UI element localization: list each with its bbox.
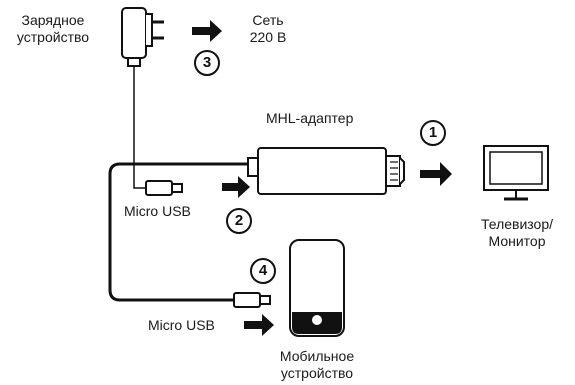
charger-label-line2: устройство bbox=[16, 29, 90, 45]
tv-label-line1: Телевизор/ bbox=[480, 216, 554, 232]
micro-usb-label-bottom: Micro USB bbox=[148, 317, 215, 333]
tv-label-line2: Монитор bbox=[488, 233, 546, 249]
step-badge-2: 2 bbox=[226, 208, 252, 234]
charger-label: Зарядное устройство bbox=[0, 12, 106, 46]
mains-label-line1: Сеть bbox=[252, 12, 284, 28]
adapter-cable bbox=[108, 162, 248, 302]
mobile-device-icon bbox=[289, 239, 345, 337]
charger-label-line1: Зарядное bbox=[21, 12, 85, 28]
step-badge-4: 4 bbox=[250, 258, 276, 284]
mobile-label-line2: устройство bbox=[280, 365, 354, 381]
mobile-label: Мобильное устройство bbox=[260, 348, 374, 382]
tv-monitor-icon bbox=[483, 145, 549, 201]
arrow-right-icon bbox=[244, 314, 274, 336]
micro-usb-plug-icon bbox=[233, 292, 271, 308]
mains-label-line2: 220 В bbox=[249, 29, 287, 45]
mains-label: Сеть 220 В bbox=[238, 12, 298, 46]
step-badge-3: 3 bbox=[194, 50, 220, 76]
arrow-right-icon bbox=[192, 20, 222, 42]
hdmi-plug-icon bbox=[385, 155, 405, 187]
charger-icon bbox=[121, 7, 164, 67]
arrow-right-icon bbox=[420, 162, 452, 186]
arrow-right-icon bbox=[222, 176, 250, 198]
charger-cable bbox=[133, 66, 146, 189]
step-badge-1: 1 bbox=[420, 120, 446, 146]
mobile-label-line1: Мобильное bbox=[279, 348, 355, 364]
tv-label: Телевизор/ Монитор bbox=[462, 216, 572, 250]
micro-usb-label-top: Micro USB bbox=[124, 203, 191, 219]
mhl-adapter-icon bbox=[247, 147, 387, 195]
micro-usb-plug-icon bbox=[145, 180, 183, 196]
adapter-label: MHL-адаптер bbox=[266, 110, 354, 126]
